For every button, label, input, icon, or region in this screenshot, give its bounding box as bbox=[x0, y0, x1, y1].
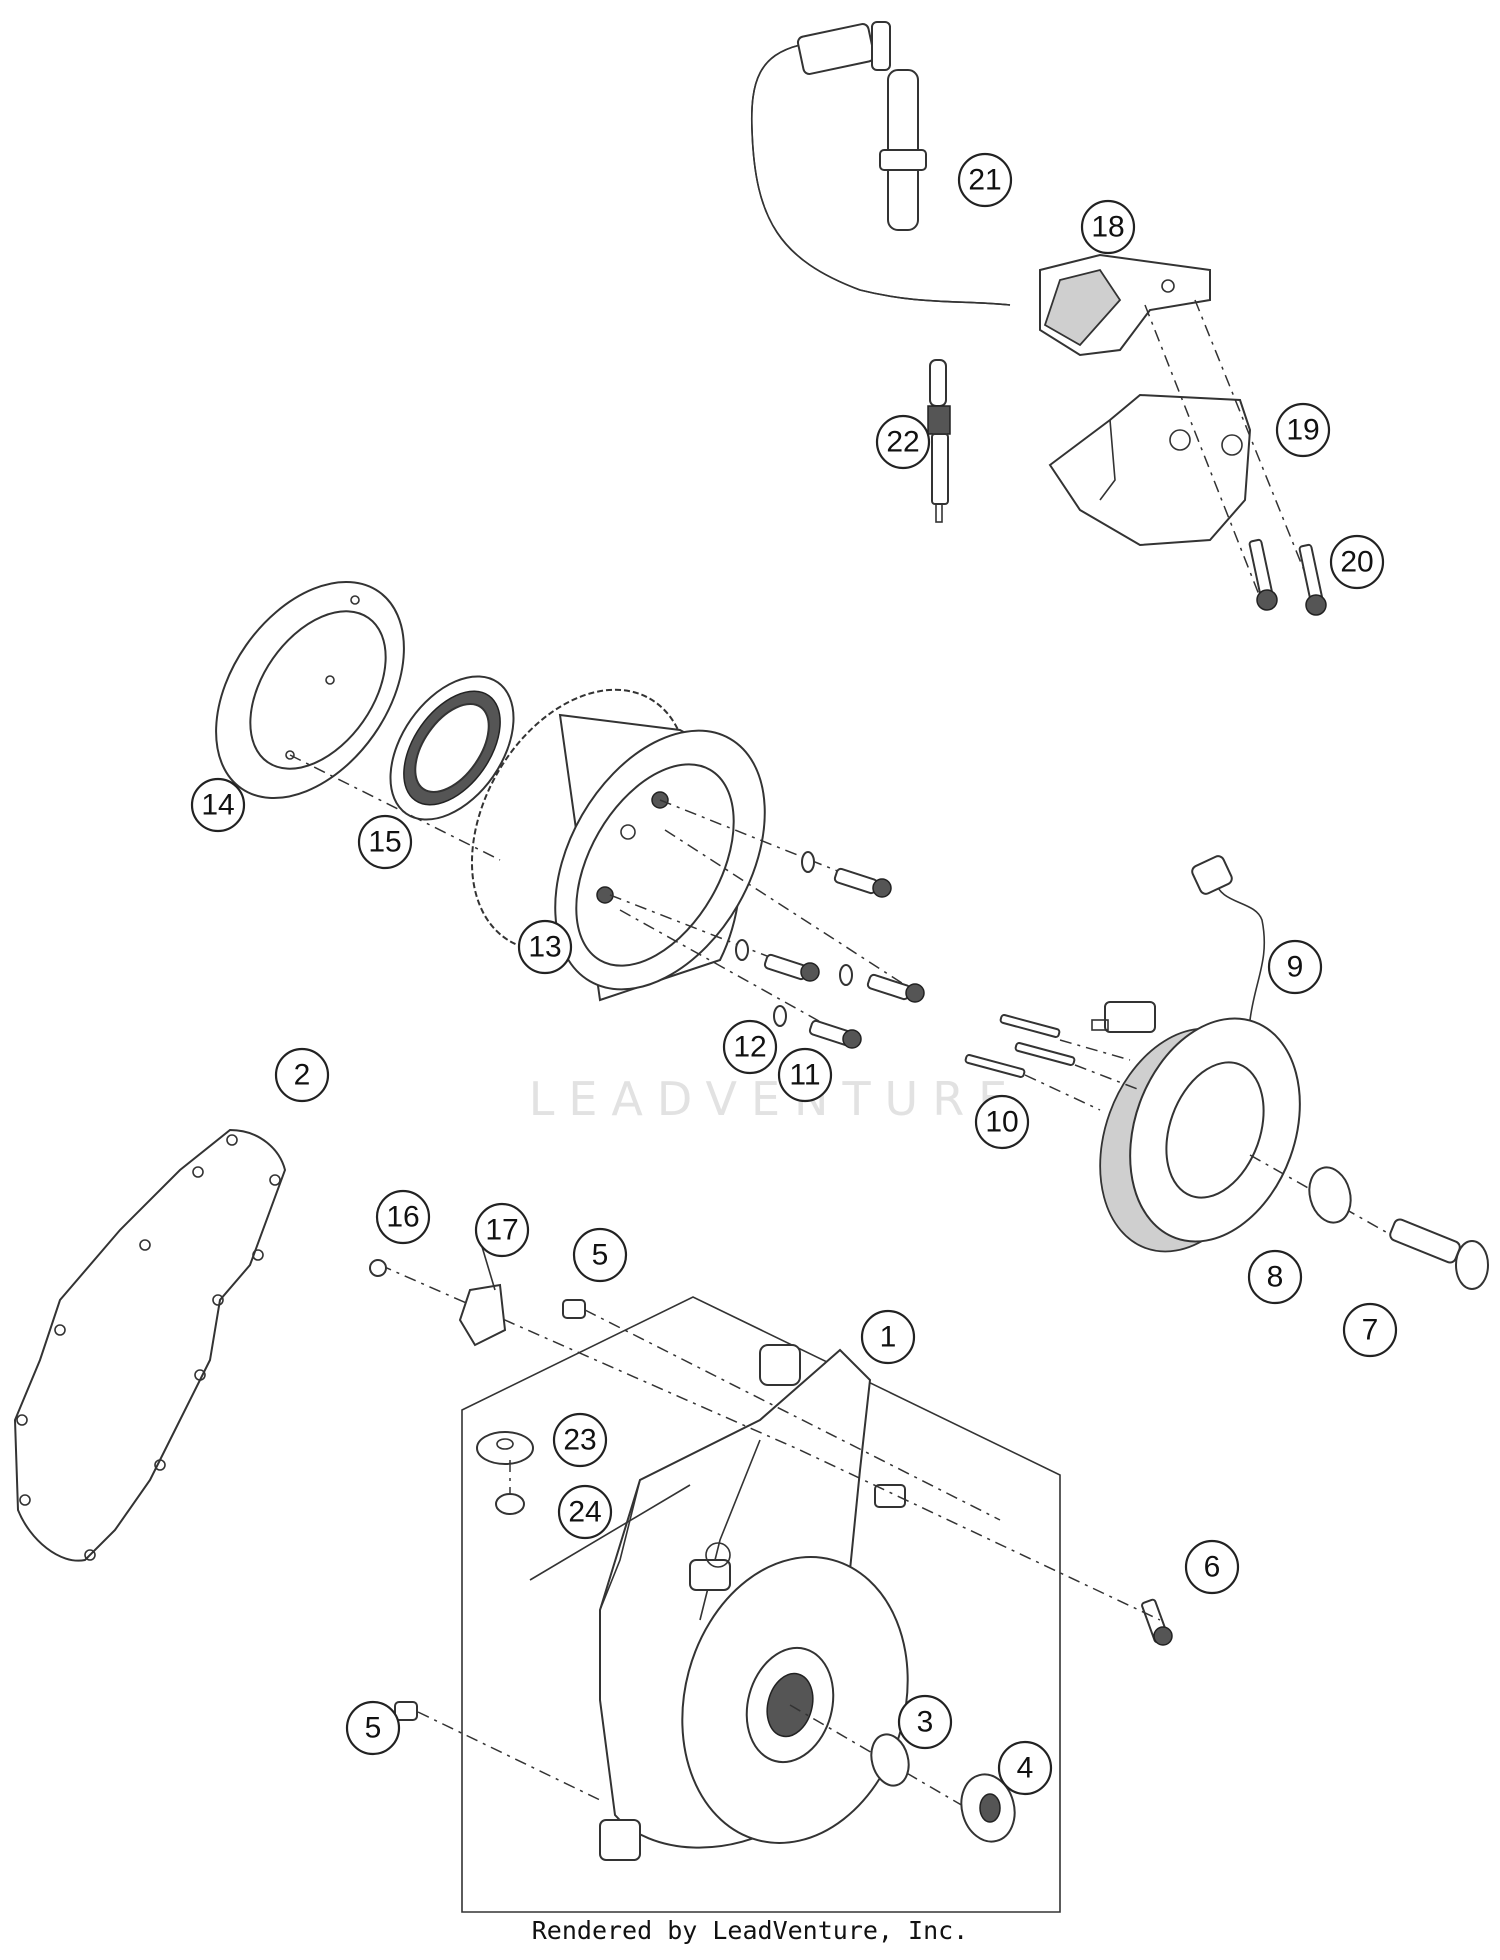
callout-label: 5 bbox=[365, 1712, 382, 1745]
callout-label: 13 bbox=[528, 931, 561, 964]
callout: 8 bbox=[1247, 1249, 1303, 1305]
callout-label: 24 bbox=[568, 1496, 601, 1529]
callout: 5 bbox=[345, 1700, 401, 1756]
cover-group-frame bbox=[461, 1296, 1061, 1913]
stator-screws bbox=[964, 1014, 1141, 1111]
callout-label: 18 bbox=[1091, 211, 1124, 244]
callout-label: 23 bbox=[563, 1424, 596, 1457]
callout: 9 bbox=[1267, 939, 1323, 995]
callout-label: 8 bbox=[1267, 1261, 1284, 1294]
callout-label: 5 bbox=[592, 1239, 609, 1272]
callout: 15 bbox=[357, 814, 413, 870]
callout: 5 bbox=[572, 1227, 628, 1283]
callout: 20 bbox=[1329, 534, 1385, 590]
callout: 6 bbox=[1184, 1539, 1240, 1595]
callout: 4 bbox=[997, 1740, 1053, 1796]
callout-label: 2 bbox=[294, 1059, 311, 1092]
callout: 3 bbox=[897, 1694, 953, 1750]
freewheel-bearing bbox=[389, 675, 515, 821]
callout: 11 bbox=[777, 1047, 833, 1103]
callout-label: 1 bbox=[880, 1321, 897, 1354]
callout-label: 10 bbox=[985, 1106, 1018, 1139]
callout: 2 bbox=[274, 1047, 330, 1103]
callout-label: 21 bbox=[968, 164, 1001, 197]
generator-cover bbox=[599, 1344, 909, 1861]
cover-plug-and-oring bbox=[476, 1431, 691, 1581]
ignition-coil bbox=[1039, 253, 1211, 357]
gasket bbox=[13, 1128, 287, 1562]
callout-label: 6 bbox=[1204, 1551, 1221, 1584]
callout-label: 9 bbox=[1287, 951, 1304, 984]
callout: 18 bbox=[1080, 199, 1136, 255]
callout-label: 16 bbox=[386, 1201, 419, 1234]
callout: 23 bbox=[552, 1412, 608, 1468]
callout-label: 15 bbox=[368, 826, 401, 859]
watermark: LEADVENTURE bbox=[529, 1072, 1022, 1126]
render-credit: Rendered by LeadVenture, Inc. bbox=[531, 1916, 969, 1945]
callout: 21 bbox=[957, 152, 1013, 208]
callout: 1 bbox=[860, 1309, 916, 1365]
callout-label: 17 bbox=[485, 1214, 518, 1247]
spark-plug bbox=[927, 359, 951, 523]
stator bbox=[1099, 855, 1301, 1253]
pulse-generator bbox=[1091, 1001, 1156, 1033]
callout: 22 bbox=[875, 414, 931, 470]
callout-label: 3 bbox=[917, 1706, 934, 1739]
callout-label: 4 bbox=[1017, 1752, 1034, 1785]
freewheel-gear bbox=[215, 580, 405, 800]
flywheel-bolts bbox=[609, 799, 925, 1049]
callout: 24 bbox=[557, 1484, 613, 1540]
callout: 14 bbox=[190, 777, 246, 833]
callout-label: 12 bbox=[733, 1031, 766, 1064]
coil-bracket-bolts bbox=[1248, 538, 1327, 616]
callout: 7 bbox=[1342, 1302, 1398, 1358]
callout-label: 19 bbox=[1286, 414, 1319, 447]
washer-and-bolt bbox=[1249, 1154, 1489, 1290]
ignition-cable-cap bbox=[750, 21, 1011, 306]
callout-label: 22 bbox=[886, 426, 919, 459]
shaft-seal-and-screw-plug bbox=[789, 1704, 1016, 1843]
callout-label: 7 bbox=[1362, 1314, 1379, 1347]
callout: 10 bbox=[974, 1094, 1030, 1150]
callout: 17 bbox=[474, 1202, 530, 1258]
callout-label: 20 bbox=[1340, 546, 1373, 579]
coil-bracket bbox=[1048, 299, 1321, 611]
callout: 12 bbox=[722, 1019, 778, 1075]
callout: 13 bbox=[517, 919, 573, 975]
leader-14 bbox=[289, 754, 501, 861]
cover-fasteners bbox=[369, 1239, 1173, 1801]
callout-label: 11 bbox=[789, 1059, 820, 1092]
callout: 19 bbox=[1275, 402, 1331, 458]
callout-label: 14 bbox=[201, 789, 234, 822]
callout: 16 bbox=[375, 1189, 431, 1245]
